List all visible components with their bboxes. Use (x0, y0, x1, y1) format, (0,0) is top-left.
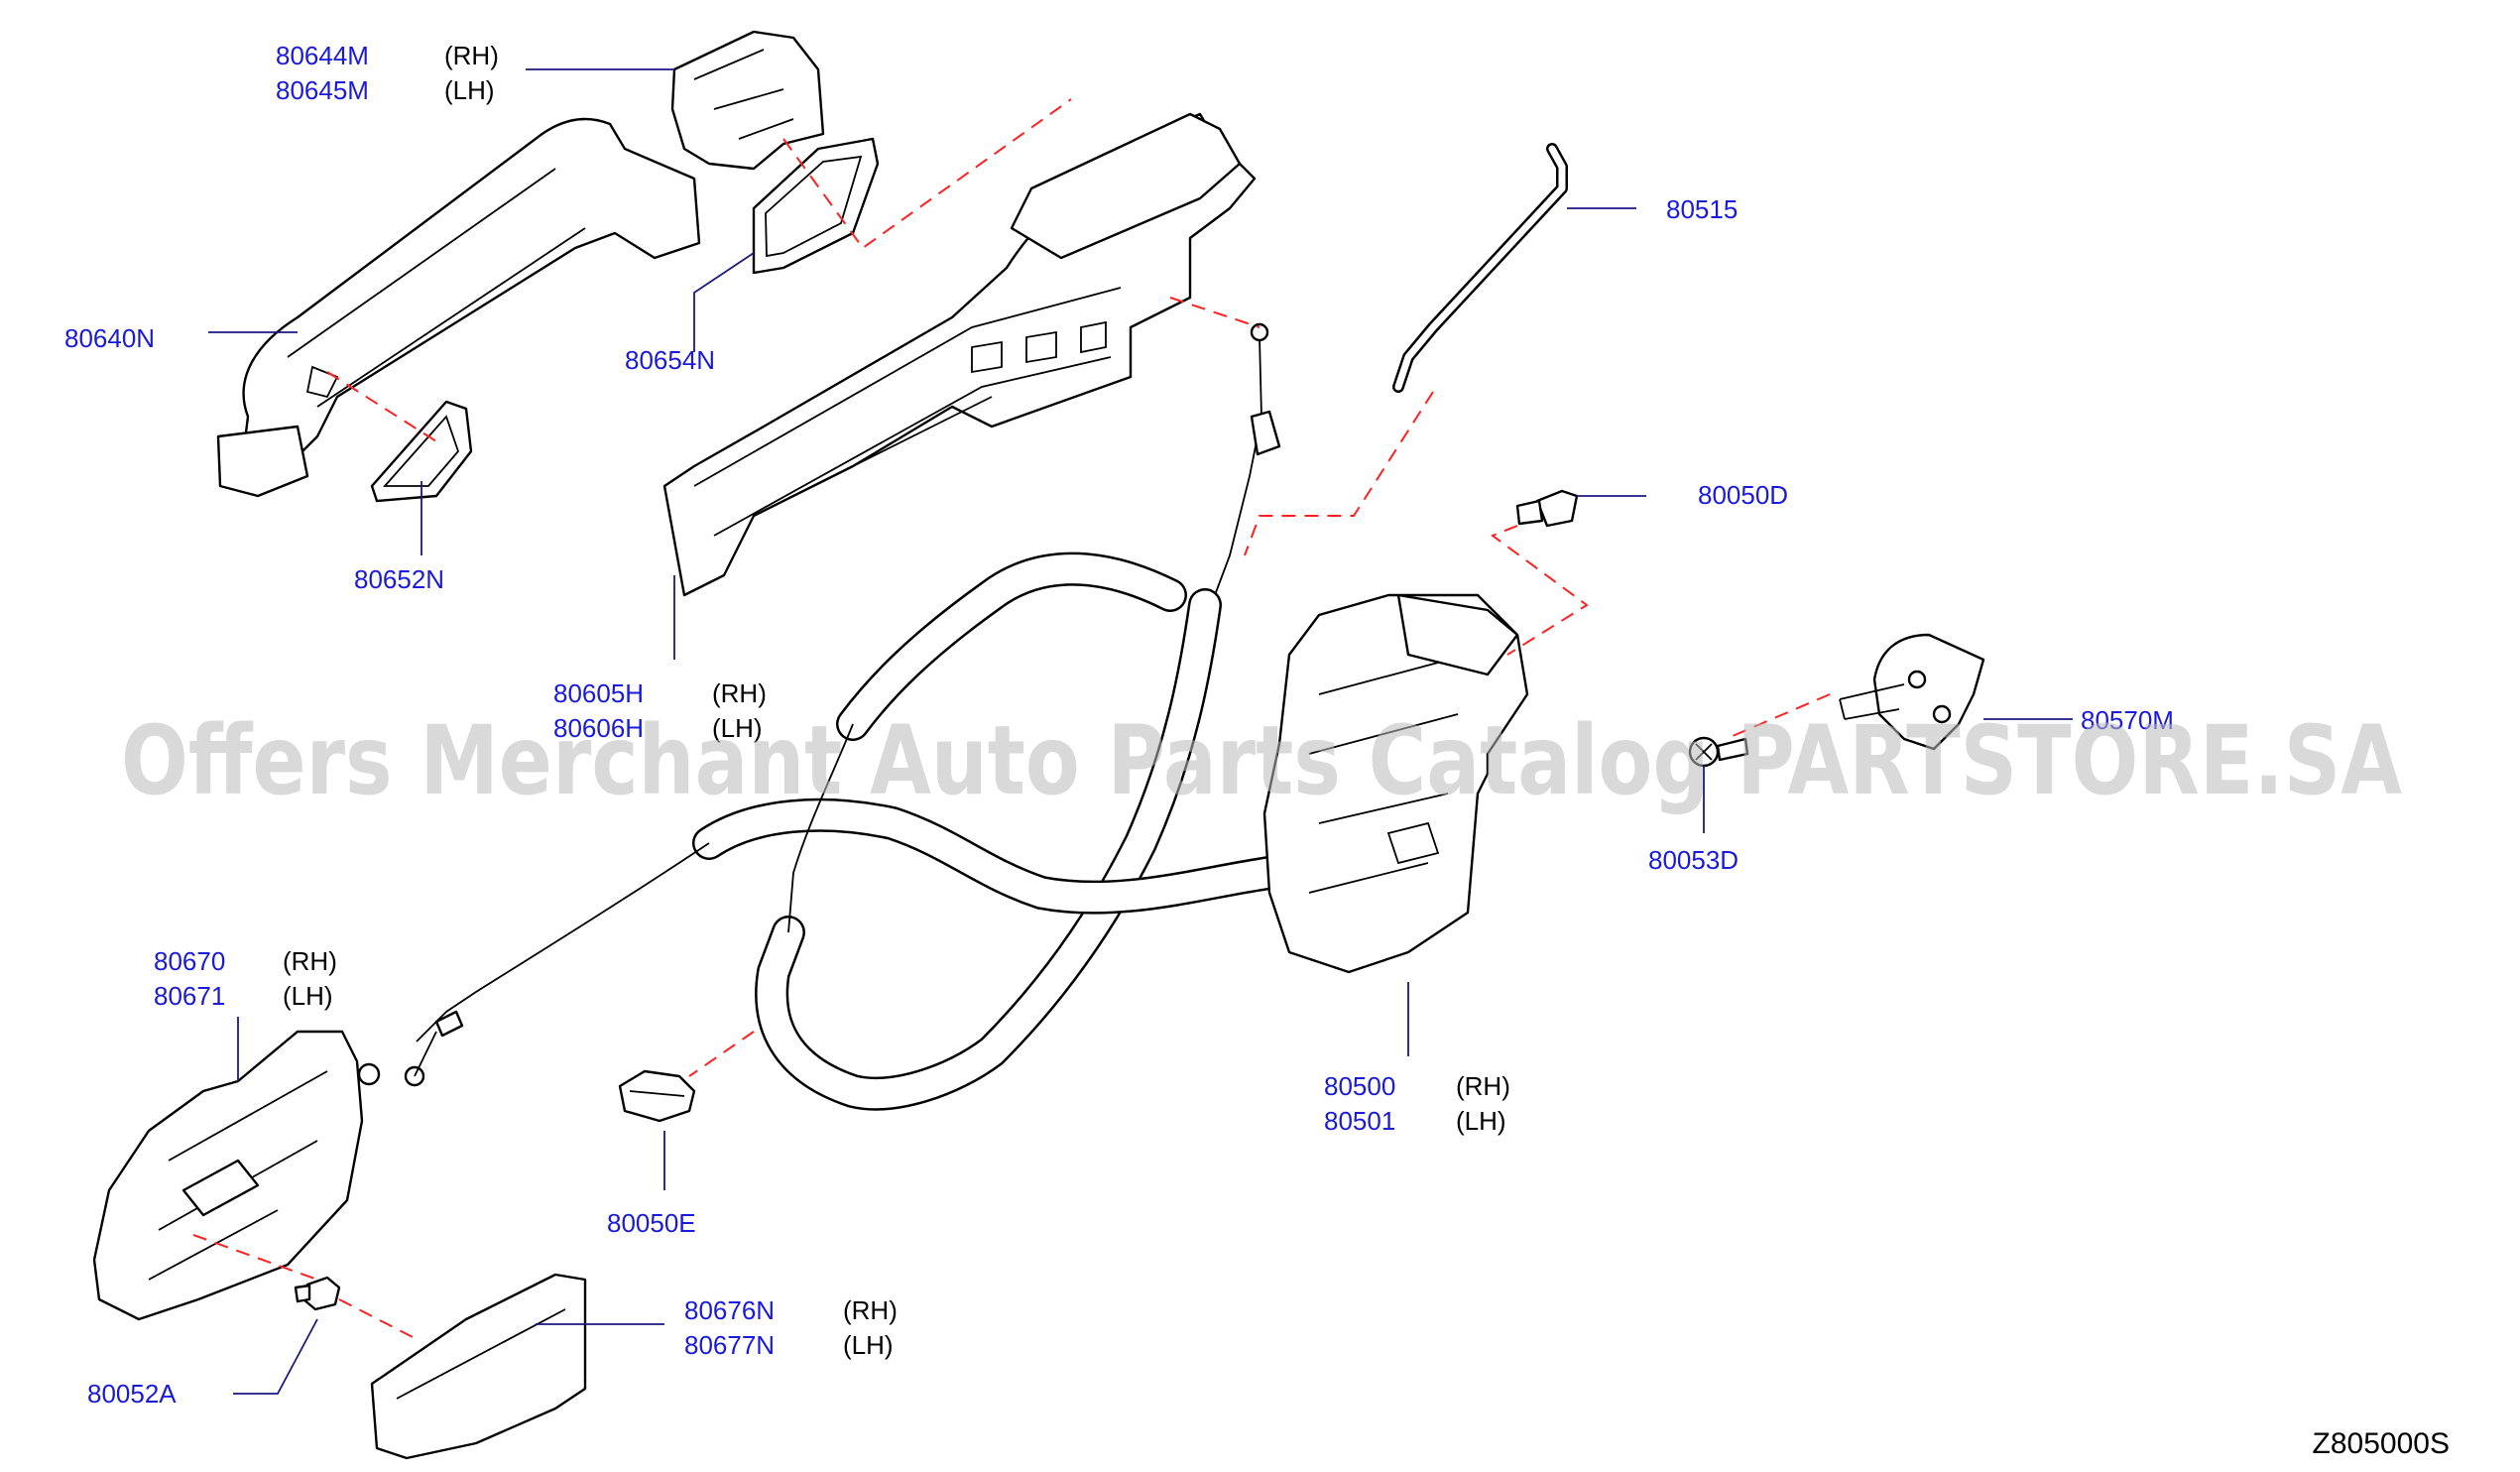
watermark-text: Offers Merchant Auto Parts Catalog PARTS… (121, 705, 2402, 816)
callout-80654n: 80654N (625, 345, 715, 375)
callout-80515: 80515 (1666, 194, 1738, 224)
inside-handle[interactable] (92, 1030, 381, 1321)
callout-80501-side: (LH) (1456, 1106, 1506, 1136)
callout-80652n: 80652N (354, 564, 444, 594)
callout-80570m: 80570M (2081, 705, 2174, 735)
lock-rod[interactable] (1392, 143, 1568, 393)
callout-80670-side: (RH) (283, 946, 337, 976)
callout-80645m-side: (LH) (444, 75, 495, 105)
bolt-80050d[interactable] (1515, 489, 1579, 528)
callout-80670: 80670 (154, 946, 225, 976)
door-striker[interactable] (1839, 633, 1985, 751)
screw-80053d[interactable] (1688, 736, 1749, 768)
leader-lines (208, 68, 2073, 1395)
callout-80640n: 80640N (64, 323, 155, 353)
callout-80500-side: (RH) (1456, 1071, 1510, 1101)
assembly-dashed-lines (192, 98, 1831, 1340)
callout-80676n-side: (RH) (843, 1295, 898, 1325)
callout-80671: 80671 (154, 981, 225, 1011)
handle-gasket-rear[interactable] (752, 137, 880, 275)
lower-cable[interactable] (404, 1010, 464, 1087)
callout-80053d: 80053D (1648, 845, 1739, 875)
callout-80645m: 80645M (276, 75, 369, 105)
callout-80677n-side: (LH) (843, 1330, 894, 1360)
outside-handle-cap[interactable] (670, 30, 825, 171)
callout-80605h: 80605H (553, 678, 644, 708)
handle-bracket[interactable] (662, 112, 1257, 597)
lock-cable-sheath[interactable] (445, 552, 1286, 1111)
callout-80644m-side: (RH) (444, 41, 499, 70)
callout-80050e: 80050E (607, 1208, 696, 1238)
callout-80501: 80501 (1324, 1106, 1395, 1136)
cable-clip-80050e[interactable] (618, 1069, 696, 1123)
handle-gasket-front[interactable] (370, 400, 473, 503)
callout-80605h-side: (RH) (712, 678, 767, 708)
callout-80606h-side: (LH) (712, 713, 763, 743)
callout-80671-side: (LH) (283, 981, 333, 1011)
inside-handle-escutcheon[interactable] (370, 1273, 587, 1460)
callout-80500: 80500 (1324, 1071, 1395, 1101)
screw-80052a[interactable] (294, 1276, 341, 1311)
callout-80676n: 80676N (684, 1295, 775, 1325)
upper-cable[interactable] (1214, 322, 1281, 596)
callout-80644m: 80644M (276, 41, 369, 70)
callout-80052a: 80052A (87, 1379, 177, 1409)
diagram-code: Z805000S (2313, 1427, 2450, 1460)
callout-80050d: 80050D (1698, 480, 1788, 510)
outside-handle-grip[interactable] (216, 117, 701, 498)
callout-80606h: 80606H (553, 713, 644, 743)
door-lock-actuator[interactable] (1262, 593, 1529, 974)
callout-80677n: 80677N (684, 1330, 775, 1360)
